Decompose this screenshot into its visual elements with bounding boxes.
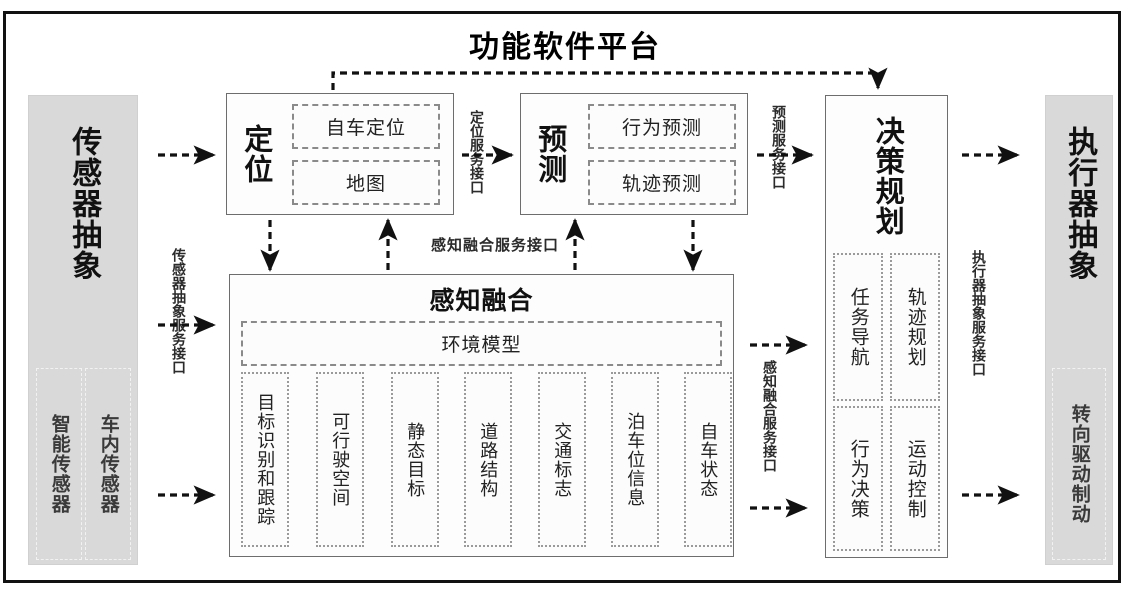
module-localization-title: 定位 [239, 124, 272, 184]
fusion-item-label-6: 自车状态 [698, 421, 719, 498]
left-abstraction-sub-label-1: 车内传感器 [97, 414, 119, 514]
fusion-item-label-4: 交通标志 [552, 421, 573, 498]
localization-item-1[interactable]: 地图 [292, 160, 440, 205]
prediction-item-0[interactable]: 行为预测 [588, 104, 736, 149]
module-prediction-title: 预测 [533, 124, 566, 184]
localization-item-label-0: 自车定位 [325, 118, 406, 139]
right-abstraction-sub-0: 转向驱动制动 [1052, 368, 1106, 560]
fusion-item-label-1: 可行驶空间 [330, 412, 351, 507]
planning-item-label-1: 轨迹规划 [904, 287, 926, 367]
planning-item-0[interactable]: 任务导航 [833, 253, 883, 401]
iface-actuator-abstraction-service: 执行器抽象服务接口 [971, 250, 994, 400]
iface-prediction-service-label: 预测服务接口 [771, 105, 787, 189]
fusion-item-label-2: 静态目标 [405, 421, 426, 498]
iface-fusion-service-horizontal: 感知融合服务接口 [430, 236, 559, 254]
fusion-item-label-3: 道路结构 [478, 421, 499, 498]
planning-item-label-3: 运动控制 [904, 438, 926, 519]
iface-actuator-abstraction-service-label: 执行器抽象服务接口 [971, 250, 987, 376]
iface-sensor-abstraction-service: 传感器抽象服务接口 [171, 248, 194, 408]
fusion-env-model[interactable]: 环境模型 [241, 321, 722, 366]
localization-item-0[interactable]: 自车定位 [292, 104, 440, 149]
fusion-item-4[interactable]: 交通标志 [538, 372, 586, 547]
planning-item-3[interactable]: 运动控制 [890, 406, 940, 551]
iface-fusion-service-vertical: 感知融合服务接口 [762, 360, 785, 510]
planning-item-label-2: 行为决策 [847, 438, 869, 519]
module-planning-title: 决策规划 [871, 115, 904, 236]
module-fusion-title: 感知融合 [429, 287, 534, 315]
fusion-item-6[interactable]: 自车状态 [684, 372, 732, 547]
fusion-env-model-label: 环境模型 [441, 335, 522, 356]
left-abstraction-title: 传感器抽象 [67, 125, 101, 281]
prediction-item-label-1: 轨迹预测 [621, 174, 702, 195]
iface-fusion-service-vertical-label: 感知融合服务接口 [762, 360, 778, 472]
planning-item-label-0: 任务导航 [847, 287, 869, 367]
iface-prediction-service: 预测服务接口 [771, 105, 794, 215]
fusion-item-1[interactable]: 可行驶空间 [316, 372, 364, 547]
page-title: 功能软件平台 [469, 31, 661, 64]
planning-item-2[interactable]: 行为决策 [833, 406, 883, 551]
fusion-item-0[interactable]: 目标识别和跟踪 [241, 372, 289, 547]
left-abstraction-sub-0: 智能传感器 [36, 368, 82, 560]
left-abstraction-sub-1: 车内传感器 [85, 368, 131, 560]
left-abstraction-sub-label-0: 智能传感器 [48, 414, 70, 514]
right-abstraction-sub-label-0: 转向驱动制动 [1068, 404, 1090, 524]
localization-item-label-1: 地图 [345, 174, 386, 195]
iface-localization-service-label: 定位服务接口 [469, 110, 485, 194]
planning-item-1[interactable]: 轨迹规划 [890, 253, 940, 401]
prediction-item-label-0: 行为预测 [621, 118, 702, 139]
fusion-item-label-5: 泊车位信息 [625, 412, 646, 507]
iface-localization-service: 定位服务接口 [469, 110, 492, 220]
prediction-item-1[interactable]: 轨迹预测 [588, 160, 736, 205]
fusion-item-3[interactable]: 道路结构 [464, 372, 512, 547]
right-abstraction-title: 执行器抽象 [1063, 125, 1097, 281]
iface-sensor-abstraction-service-label: 传感器抽象服务接口 [171, 248, 187, 374]
fusion-item-label-0: 目标识别和跟踪 [255, 393, 276, 526]
fusion-item-2[interactable]: 静态目标 [391, 372, 439, 547]
fusion-item-5[interactable]: 泊车位信息 [611, 372, 659, 547]
